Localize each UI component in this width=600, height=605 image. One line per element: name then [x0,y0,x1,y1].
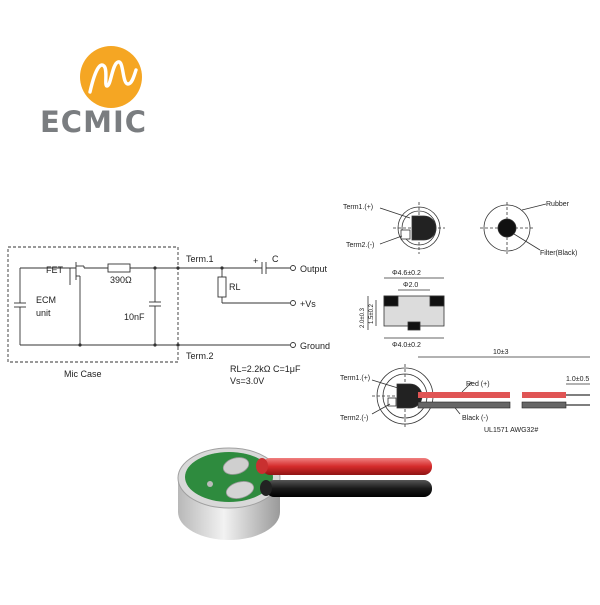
vs-label: +Vs [300,299,316,309]
black-wire-end [260,480,272,496]
resistor-rl [217,276,227,298]
circuit-schematic [7,246,296,363]
ground-label: Ground [300,341,330,351]
cap-10nf-label: 10nF [124,312,145,322]
rubber-leader [521,203,547,211]
lead-term2-leader [371,403,391,415]
term1-leader [379,207,411,219]
red-wire-end [256,458,268,474]
black-wire-label: Black (-) [462,415,488,422]
node-dot [176,266,180,270]
side-top-right [429,295,445,307]
cap-c-label: C [272,254,279,264]
cap-plus-label: + [253,256,258,266]
side-top-left [383,295,399,307]
node-dot [78,343,82,347]
black-wire-photo [266,480,432,497]
term2-pad [400,229,411,240]
red-wire-label: Red (+) [466,381,490,388]
output-terminal [290,265,296,271]
rl-label: RL [229,282,241,292]
term2-label: Term.2 [186,351,214,361]
node-dot [220,266,224,270]
ecm-label-2: unit [36,308,51,318]
red-wire-lead [418,392,510,398]
side-hole [407,321,421,331]
node-dot [153,266,157,270]
params-line-2: Vs=3.0V [230,376,264,386]
top-view-term1-label: Term1.(+) [343,204,373,211]
red-leader [461,381,473,393]
term1-label: Term.1 [186,254,214,264]
dim-body-label: 1.5±0.2 [369,303,375,324]
lead-term1-leader [371,379,399,389]
resistor-390-label: 390Ω [110,275,132,285]
circuit-labels: FET 390Ω ECM unit 10nF Mic Case Term.1 T… [36,254,330,386]
red-wire-lead-2 [522,392,566,398]
side-view [367,277,445,339]
filter-leader [513,233,541,251]
vs-terminal [290,300,296,306]
solder-pad-2 [225,481,255,499]
wire-spec-label: UL1571 AWG32# [484,427,538,434]
strip-length-label: 1.0±0.5 [566,376,589,383]
lead-term2-pad [387,397,397,407]
terminal-top-view [379,202,445,254]
term1-pad [411,215,437,241]
brand-logo: ECMIC [40,46,147,139]
logo-m-stroke [88,60,138,94]
logo-text: ECMIC [40,105,147,139]
dim-inner-label: Φ2.0 [403,282,418,289]
fet-label: FET [46,265,64,275]
resistor-390 [107,263,131,273]
lead-term2-label: Term2.(-) [340,415,368,422]
dim-outer-bottom-label: Φ4.0±0.2 [392,342,421,349]
lead-wires [417,392,590,409]
params-line-1: RL=2.2kΩ C=1μF [230,364,301,374]
output-label: Output [300,264,328,274]
dim-height-label: 2.0±0.3 [360,307,366,328]
circuit-nodes [78,266,224,347]
term2-leader [379,235,403,245]
filter-front-view [480,202,547,254]
length-label: 10±3 [493,349,509,356]
filter-label: Filter(Black) [540,250,577,257]
pcb-dot [207,481,213,487]
node-dot [153,343,157,347]
filter-disc [497,218,517,238]
mic-case-label: Mic Case [64,369,102,379]
product-photo [177,447,432,540]
solder-pad-1 [222,457,250,475]
node-dot [176,343,180,347]
top-view-term2-label: Term2.(-) [346,242,374,249]
red-wire-photo [262,458,432,475]
ecm-label-1: ECM [36,295,56,305]
ground-terminal [290,342,296,348]
rubber-label: Rubber [546,201,570,208]
black-wire-lead [417,401,511,409]
black-wire-lead-2 [521,401,567,409]
mic-case-outline [7,246,179,363]
dim-outer-top-label: Φ4.6±0.2 [392,270,421,277]
lead-term1-label: Term1.(+) [340,375,370,382]
